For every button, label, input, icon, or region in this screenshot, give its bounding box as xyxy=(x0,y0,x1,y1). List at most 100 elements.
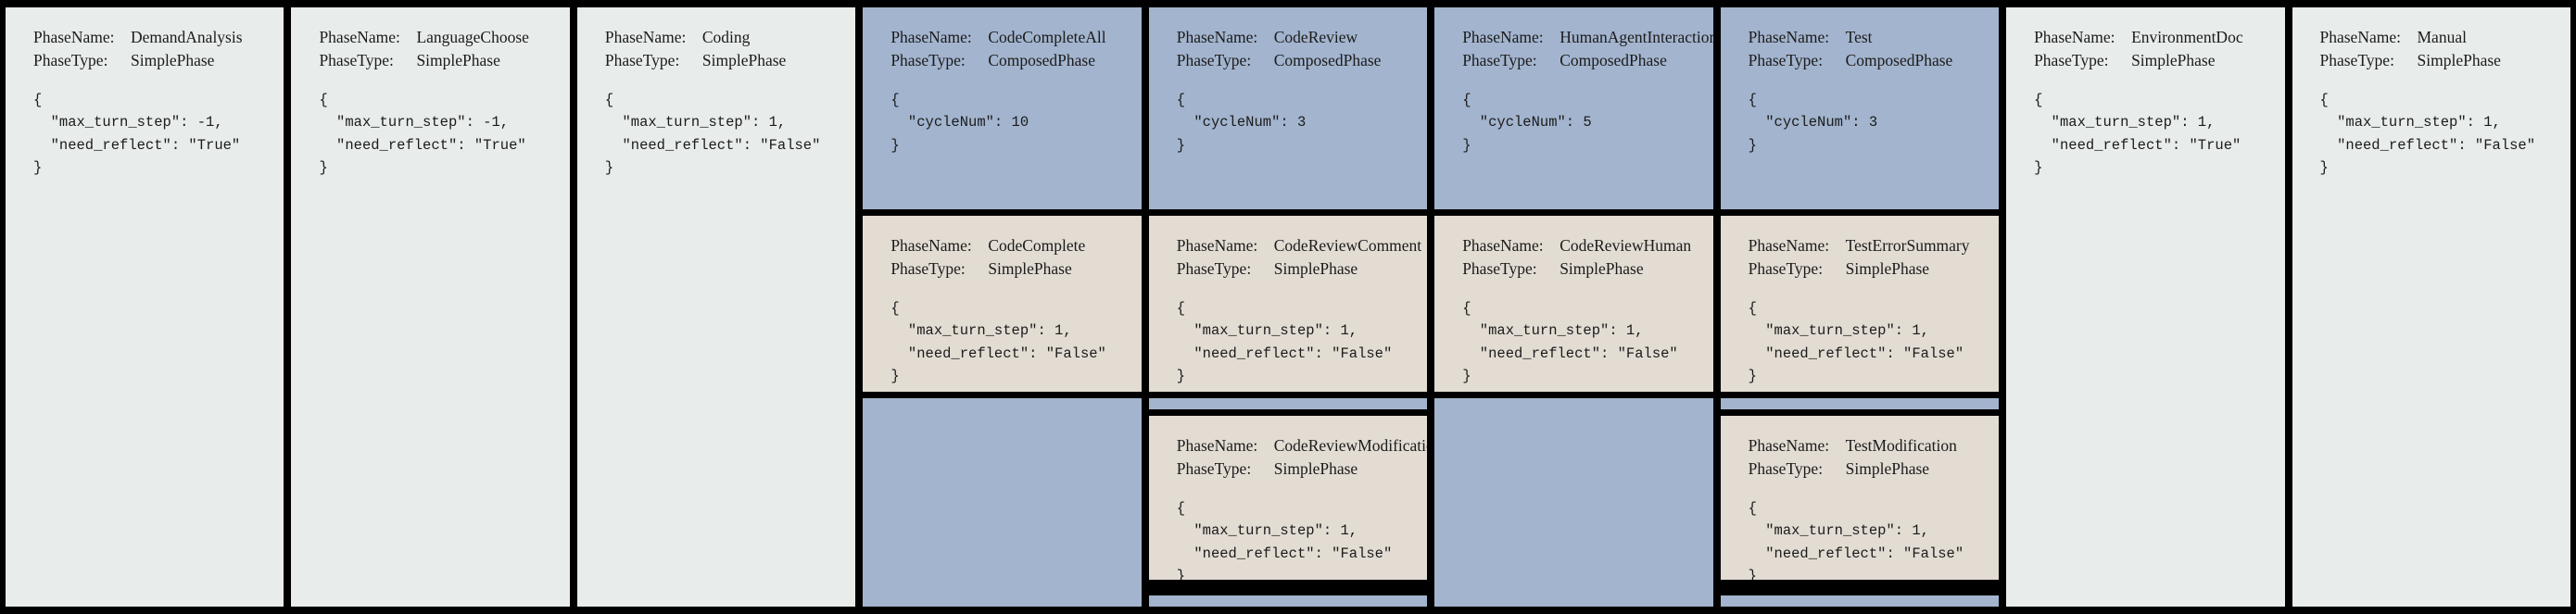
phase-config-json: { "max_turn_step": 1, "need_reflect": "F… xyxy=(890,299,1106,385)
composed-phase-filler xyxy=(863,398,1142,607)
phase-type-value: SimplePhase xyxy=(988,258,1072,278)
phase-name-key: PhaseName: xyxy=(2034,28,2115,46)
phase-type-row: PhaseType: ComposedPhase xyxy=(1462,49,1712,72)
phase-name-value: CodeReviewModification xyxy=(1273,436,1428,455)
phase-type-row: PhaseType:SimplePhase xyxy=(319,49,569,72)
phase-name-value: TestErrorSummary xyxy=(1845,236,1970,255)
phase-type-row: PhaseType:SimplePhase xyxy=(1177,457,1427,481)
phase-type-value: SimplePhase xyxy=(701,50,787,69)
phase-config-json: { "max_turn_step": -1, "need_reflect": "… xyxy=(319,91,526,177)
composed-phase-filler xyxy=(1148,595,1428,607)
phase-type-value: SimplePhase xyxy=(1273,258,1358,278)
phase-type-row: PhaseType:SimplePhase xyxy=(1462,257,1712,281)
phase-name-value: Manual xyxy=(2417,28,2467,46)
phase-type-value: SimplePhase xyxy=(2131,50,2216,69)
phase-name-row: PhaseName:CodeReviewComment xyxy=(1177,234,1427,257)
phase-config-json: { "max_turn_step": 1, "need_reflect": "F… xyxy=(1462,299,1678,385)
phase-name-row: PhaseName:HumanAgentInteraction xyxy=(1462,26,1712,49)
phase-type-key: PhaseType: xyxy=(319,50,394,69)
phase-type-row: PhaseType:SimplePhase xyxy=(2034,49,2284,72)
phase-name-key: PhaseName: xyxy=(604,28,687,46)
phase-name-value: CodeReviewHuman xyxy=(1559,236,1692,255)
phase-type-value: ComposedPhase xyxy=(1845,50,1953,69)
phase-name-row: PhaseName:TestModification xyxy=(1749,434,1999,457)
phase-name-value: DemandAnalysis xyxy=(131,28,243,46)
phase-name-row: PhaseName:CodeComplete xyxy=(890,234,1141,257)
phase-name-row: PhaseName: TestErrorSummary xyxy=(1749,234,1999,257)
phase-type-key: PhaseType: xyxy=(33,50,108,69)
phase-type-row: PhaseType:ComposedPhase xyxy=(1749,49,1999,72)
phase-type-value: ComposedPhase xyxy=(1273,50,1382,69)
phase-type-row: PhaseType:SimplePhase xyxy=(1177,257,1427,281)
phase-type-value: SimplePhase xyxy=(131,50,215,69)
phase-name-key: PhaseName: xyxy=(1176,436,1258,455)
phase-name-row: PhaseName: Manual xyxy=(2320,26,2570,49)
phase-type-key: PhaseType: xyxy=(1176,458,1252,478)
phase-name-value: Test xyxy=(1845,28,1873,46)
phase-name-row: PhaseName:LanguageChoose xyxy=(319,26,569,49)
phase-name-key: PhaseName: xyxy=(1748,236,1830,255)
phase-type-key: PhaseType: xyxy=(1176,50,1252,69)
phase-type-row: PhaseType:SimplePhase xyxy=(1749,457,1999,481)
phase-type-value: ComposedPhase xyxy=(988,50,1096,69)
phase-type-key: PhaseType: xyxy=(1462,50,1537,69)
phase-name-key: PhaseName: xyxy=(1748,436,1830,455)
phase-config-json: { "max_turn_step": 1, "need_reflect": "T… xyxy=(2034,91,2241,177)
phase-type-value: SimplePhase xyxy=(2417,50,2501,69)
phase-type-row: PhaseType:SimplePhase xyxy=(890,257,1141,281)
phase-name-value: CodeComplete xyxy=(988,236,1086,255)
phase-name-key: PhaseName: xyxy=(33,28,115,46)
phase-type-row: PhaseType:SimplePhase xyxy=(605,49,855,72)
phase-name-key: PhaseName: xyxy=(319,28,400,46)
phase-type-value: ComposedPhase xyxy=(1559,50,1667,69)
phase-type-key: PhaseType: xyxy=(1462,258,1537,278)
phase-name-row: PhaseName:CodeCompleteAll xyxy=(890,26,1141,49)
phase-type-row: PhaseType: ComposedPhase xyxy=(1177,49,1427,72)
phase-type-key: PhaseType: xyxy=(2319,50,2394,69)
phase-type-key: PhaseType: xyxy=(1748,458,1824,478)
phase-name-row: PhaseName: DemandAnalysis xyxy=(33,26,284,49)
phase-config-json: { "cycleNum": 10 } xyxy=(890,91,1029,154)
phase-config-json: { "max_turn_step": 1, "need_reflect": "F… xyxy=(604,91,821,177)
phase-name-key: PhaseName: xyxy=(2319,28,2401,46)
phase-type-row: PhaseType:SimplePhase xyxy=(1749,257,1999,281)
phase-name-row: PhaseName: Test xyxy=(1749,26,1999,49)
phase-name-row: PhaseName:Coding xyxy=(605,26,855,49)
phase-config-json: { "max_turn_step": 1, "need_reflect": "F… xyxy=(2319,91,2536,177)
phase-name-key: PhaseName: xyxy=(1748,28,1830,46)
phase-config-json: { "cycleNum": 3 } xyxy=(1748,91,1878,154)
phase-name-row: PhaseName:CodeReviewHuman xyxy=(1462,234,1712,257)
phase-name-row: PhaseName: CodeReviewModification xyxy=(1177,434,1427,457)
phase-name-value: CodeReview xyxy=(1273,28,1358,46)
